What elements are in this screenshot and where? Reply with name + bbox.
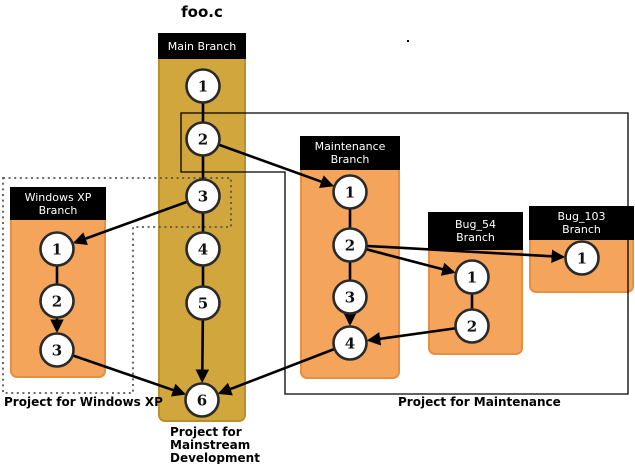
edge-maint.2-bug54.1	[349, 243, 456, 276]
svg-text:3: 3	[52, 342, 62, 360]
branch-header-bug103: Bug_103 Branch	[529, 206, 634, 240]
stray-dot	[407, 40, 409, 42]
edge-xp.3-main.6	[56, 348, 186, 397]
branch-header-main: Main Branch	[158, 33, 246, 59]
svg-text:1: 1	[577, 250, 587, 268]
node-maint-4: 4	[332, 325, 368, 361]
node-bug54-2: 2	[454, 308, 490, 344]
edge-maint.4-main.6	[217, 341, 351, 396]
svg-text:2: 2	[52, 293, 62, 311]
svg-text:2: 2	[467, 318, 477, 336]
node-main-6: 6	[184, 382, 220, 418]
svg-text:1: 1	[345, 184, 355, 202]
label-project-for-maintenance: Project for Maintenance	[398, 395, 561, 409]
svg-text:1: 1	[467, 269, 477, 287]
node-main-5: 5	[185, 285, 221, 321]
node-main-4: 4	[185, 231, 221, 267]
svg-text:3: 3	[345, 289, 355, 307]
edge-main.3-xp.1	[72, 194, 204, 245]
node-main-2: 2	[185, 121, 221, 157]
svg-text:5: 5	[198, 295, 208, 313]
svg-text:2: 2	[345, 237, 355, 255]
node-xp-2: 2	[39, 283, 75, 319]
branch-header-maint: Maintenance Branch	[300, 136, 400, 170]
svg-text:3: 3	[198, 188, 208, 206]
edge-main.2-maint.1	[202, 137, 335, 189]
label-project-for-windows-xp: Project for Windows XP	[4, 395, 163, 409]
node-maint-2: 2	[332, 227, 368, 263]
file-title: foo.c	[181, 3, 223, 21]
node-maint-3: 3	[332, 279, 368, 315]
region-outline-maintenance	[180, 112, 629, 395]
node-main-3: 3	[185, 178, 221, 214]
svg-text:4: 4	[345, 335, 355, 353]
branch-header-xp: Windows XP Branch	[10, 187, 106, 220]
svg-text:6: 6	[197, 392, 207, 410]
svg-text:4: 4	[198, 241, 208, 259]
branch-header-bug54: Bug_54 Branch	[428, 212, 523, 250]
node-bug54-1: 1	[454, 259, 490, 295]
node-xp-3: 3	[39, 332, 75, 368]
svg-text:1: 1	[52, 241, 62, 259]
svg-text:2: 2	[198, 131, 208, 149]
node-main-1: 1	[185, 68, 221, 104]
edge-maint.2-bug103.1	[349, 243, 566, 264]
node-xp-1: 1	[39, 231, 75, 267]
node-bug103-1: 1	[564, 240, 600, 276]
svg-text:1: 1	[198, 78, 208, 96]
label-project-for-mainstream-development: Project for Mainstream Development	[170, 425, 260, 464]
node-maint-1: 1	[332, 174, 368, 210]
